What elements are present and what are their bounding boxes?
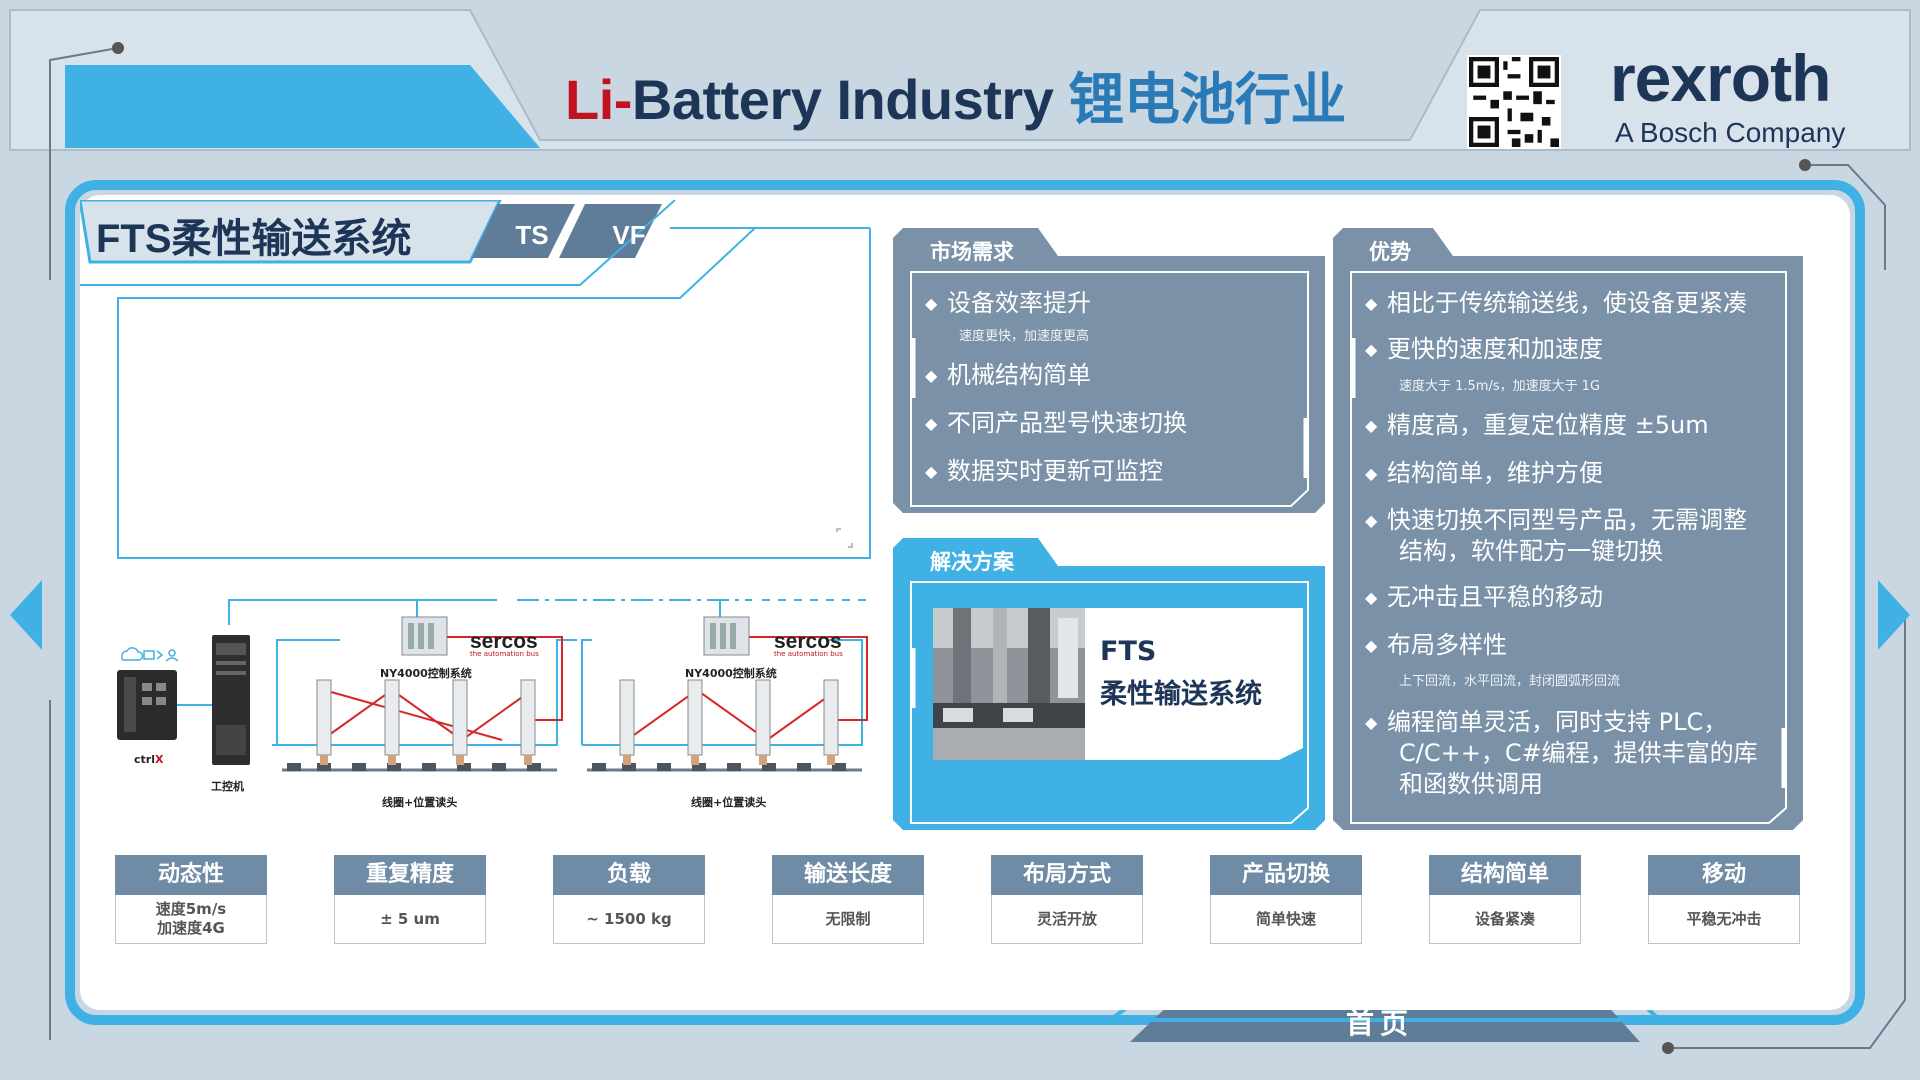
market-item: ◆机械结构简单	[925, 361, 1091, 389]
qr-code-icon	[1467, 55, 1561, 149]
cloud-icon	[121, 647, 179, 662]
advantages-heading: 优势	[1369, 240, 1411, 264]
solution-heading: 解决方案	[930, 550, 1014, 574]
spec-load: 负载 ~ 1500 kg	[553, 855, 705, 944]
advantage-item: ◆无冲击且平稳的移动	[1365, 583, 1603, 611]
advantage-item: ◆结构简单，维护方便	[1365, 459, 1603, 487]
rexroth-logo: rexroth	[1610, 41, 1831, 115]
advantage-item: ◆精度高，重复定位精度 ±5um	[1365, 411, 1709, 439]
spec-dynamics: 动态性 速度5m/s 加速度4G	[115, 855, 267, 944]
sercos-tag-right: the automation bus	[774, 650, 843, 658]
market-card-shape	[893, 228, 1325, 513]
prev-arrow-icon[interactable]	[5, 578, 45, 652]
spec-length: 输送长度 无限制	[772, 855, 924, 944]
market-heading: 市场需求	[930, 240, 1014, 264]
spec-structure: 结构简单 设备紧凑	[1429, 855, 1581, 944]
ctrlx-label: ctrlX	[134, 753, 164, 766]
advantage-note: 上下回流，水平回流，封闭圆弧形回流	[1399, 674, 1621, 689]
coil-label-left: 线圈+位置读头	[382, 796, 458, 809]
advantage-item-cont: 结构，软件配方一键切换	[1399, 537, 1663, 565]
advantage-item: ◆布局多样性	[1365, 631, 1507, 659]
advantage-item: ◆快速切换不同型号产品，无需调整	[1365, 506, 1747, 534]
market-item: ◆设备效率提升	[925, 289, 1091, 317]
advantage-item-cont: C/C++，C#编程，提供丰富的库	[1399, 739, 1758, 767]
advantage-item: ◆更快的速度和加速度	[1365, 335, 1603, 363]
solution-line1: FTS	[1100, 636, 1157, 667]
advantage-note: 速度大于 1.5m/s，加速度大于 1G	[1399, 379, 1601, 394]
advantage-item: ◆相比于传统输送线，使设备更紧凑	[1365, 289, 1747, 317]
tab-vf[interactable]: VF	[612, 220, 646, 250]
sercos-tag-left: the automation bus	[470, 650, 539, 658]
ipc-label: 工控机	[211, 780, 244, 793]
coil-label-right: 线圈+位置读头	[691, 796, 767, 809]
solution-line2: 柔性输送系统	[1100, 679, 1262, 710]
advantage-item-cont: 和函数供调用	[1399, 770, 1543, 798]
spec-layout: 布局方式 灵活开放	[991, 855, 1143, 944]
market-item: ◆不同产品型号快速切换	[925, 409, 1187, 437]
sercos-logo-left: sercos	[470, 630, 538, 653]
ny4000-label-right: NY4000控制系统	[685, 667, 777, 680]
page-title: Li-Battery Industry 锂电池行业	[565, 68, 1346, 131]
ny4000-label-left: NY4000控制系统	[380, 667, 472, 680]
fts-machine-image	[933, 608, 1085, 760]
advantages-card-shape	[1333, 228, 1803, 830]
market-note: 速度更快，加速度更高	[959, 329, 1090, 344]
next-arrow-icon[interactable]	[1875, 578, 1915, 652]
logo-subtitle: A Bosch Company	[1615, 117, 1846, 148]
advantage-item: ◆编程简单灵活，同时支持 PLC，	[1365, 708, 1728, 736]
spec-changeover: 产品切换 简单快速	[1210, 855, 1362, 944]
section-tab-shapes	[80, 200, 760, 286]
home-button[interactable]: 首页	[1345, 1007, 1414, 1040]
tab-ts[interactable]: TS	[515, 220, 549, 250]
spec-repeatability: 重复精度 ± 5 um	[334, 855, 486, 944]
sercos-logo-right: sercos	[774, 630, 842, 653]
media-frame	[117, 227, 871, 559]
system-diagram	[117, 599, 868, 772]
spec-motion: 移动 平稳无冲击	[1648, 855, 1800, 944]
section-title: FTS柔性输送系统	[96, 217, 412, 261]
market-item: ◆数据实时更新可监控	[925, 457, 1163, 485]
